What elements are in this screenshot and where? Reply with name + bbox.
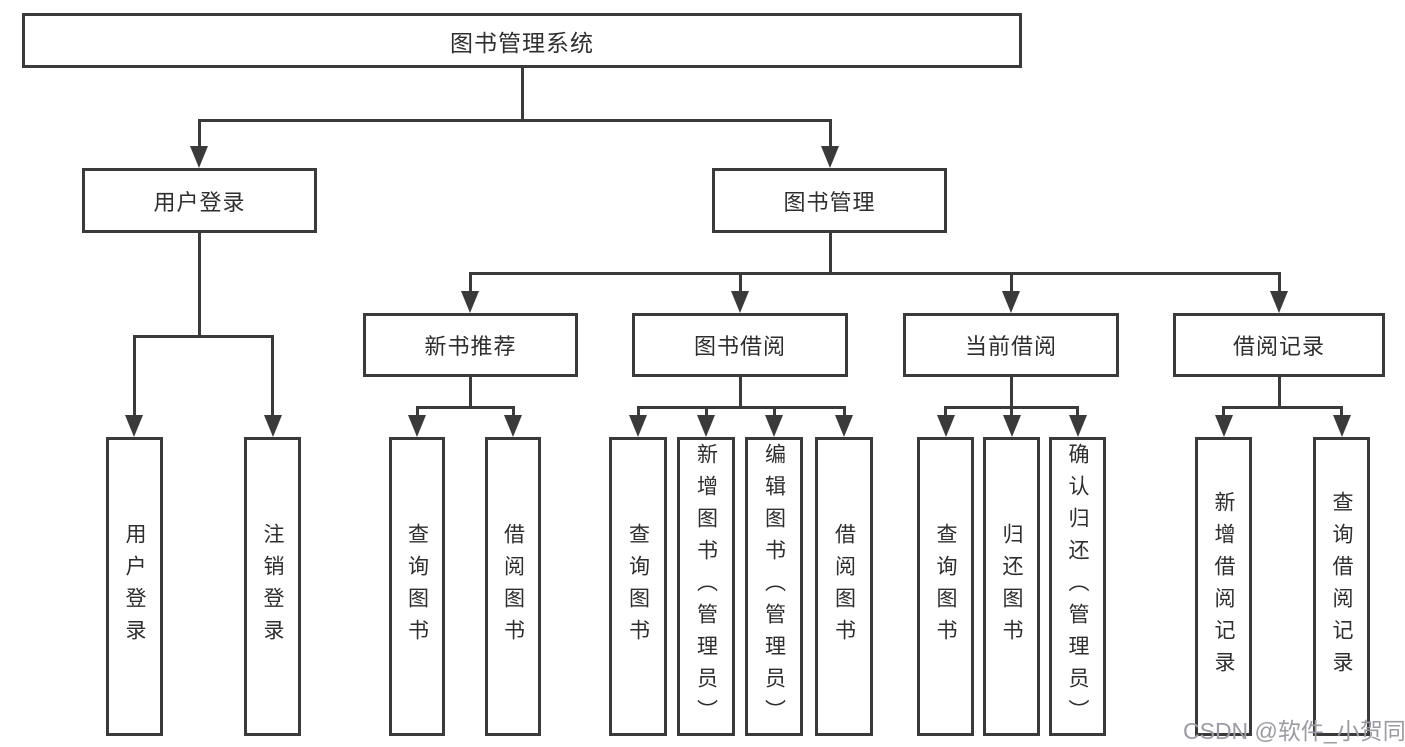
arrow-down-icon (408, 415, 426, 437)
arrow-down-icon (1214, 415, 1233, 437)
connector-line (842, 407, 846, 417)
connector-line (828, 233, 832, 275)
connector-line (944, 407, 947, 417)
connector-line (1009, 273, 1013, 293)
node-borrow-records-label: 借阅记录 (1232, 334, 1325, 359)
leaf-br-query-record-label: 查询借阅记录 (1330, 490, 1353, 683)
arrow-down-icon (765, 415, 783, 437)
connector-line (1222, 407, 1225, 417)
node-root-label: 图书管理系统 (450, 29, 594, 56)
arrow-down-icon (190, 146, 208, 168)
watermark: CSDN @软件_小贺同学 (1183, 718, 1405, 744)
connector-line (132, 334, 274, 338)
connector-line (271, 336, 274, 417)
leaf-nb-borrow-books: 借阅图书 (485, 437, 541, 736)
leaf-nb-borrow-books-label: 借阅图书 (501, 522, 525, 651)
leaf-br-add-record: 新增借阅记录 (1195, 437, 1252, 736)
leaf-cb-confirm-return-admin-label: 确认归还（管理员） (1066, 442, 1089, 731)
leaf-bb-borrow-books: 借阅图书 (815, 437, 873, 736)
connector-line (1277, 377, 1281, 408)
node-user-login-label: 用户登录 (153, 189, 246, 215)
leaf-bb-query-books-label: 查询图书 (626, 522, 650, 651)
arrow-down-icon (461, 291, 479, 313)
leaf-cb-return-books-label: 归还图书 (1000, 522, 1023, 651)
connector-line (1076, 407, 1079, 417)
node-borrow-records: 借阅记录 (1173, 313, 1385, 377)
leaf-user-login-label: 用户登录 (123, 522, 146, 651)
leaf-nb-query-books-label: 查询图书 (405, 522, 429, 651)
connector-line (828, 120, 832, 148)
connector-line (1222, 405, 1343, 409)
leaf-br-query-record: 查询借阅记录 (1313, 437, 1370, 736)
arrow-down-icon (835, 415, 853, 437)
node-book-management-label: 图书管理 (783, 189, 876, 215)
connector-line (415, 407, 419, 417)
arrow-down-icon (1002, 291, 1020, 313)
arrow-down-icon (731, 291, 749, 313)
leaf-nb-query-books: 查询图书 (389, 437, 445, 736)
connector-line (772, 407, 776, 417)
connector-line (636, 407, 640, 417)
node-current-borrowing: 当前借阅 (903, 313, 1119, 377)
node-root: 图书管理系统 (22, 13, 1022, 68)
arrow-down-icon (936, 415, 955, 437)
leaf-cb-return-books: 归还图书 (983, 437, 1040, 736)
connector-line (511, 407, 515, 417)
connector-line (1277, 273, 1281, 293)
arrow-down-icon (263, 415, 282, 437)
connector-line (1009, 377, 1013, 408)
connector-line (636, 405, 846, 409)
node-book-borrowing-label: 图书借阅 (693, 334, 786, 359)
arrow-down-icon (1270, 291, 1288, 313)
arrow-down-icon (821, 146, 839, 168)
connector-line (738, 377, 742, 408)
connector-line (1010, 407, 1013, 417)
arrow-down-icon (1068, 415, 1087, 437)
arrow-down-icon (504, 415, 522, 437)
connector-line (415, 405, 515, 409)
leaf-bb-query-books: 查询图书 (609, 437, 667, 736)
leaf-bb-borrow-books-label: 借阅图书 (832, 522, 856, 651)
arrow-down-icon (697, 415, 715, 437)
connector-line (704, 407, 708, 417)
node-new-book-recommend: 新书推荐 (363, 313, 578, 377)
node-book-management: 图书管理 (712, 168, 947, 233)
node-current-borrowing-label: 当前借阅 (964, 334, 1057, 359)
arrow-down-icon (1332, 415, 1351, 437)
leaf-bb-add-books-admin-label: 新增图书（管理员） (694, 442, 718, 731)
leaf-user-login: 用户登录 (106, 437, 163, 736)
connector-line (738, 273, 742, 293)
leaf-bb-edit-books-admin: 编辑图书（管理员） (745, 437, 803, 736)
leaf-cb-query-books-label: 查询图书 (934, 522, 957, 651)
leaf-logout-label: 注销登录 (261, 522, 284, 651)
connector-line (197, 120, 201, 148)
arrow-down-icon (629, 415, 647, 437)
connector-line (520, 68, 524, 122)
arrow-down-icon (125, 415, 143, 437)
connector-line (132, 336, 136, 417)
connector-line (468, 377, 472, 408)
connector-line (197, 118, 832, 122)
leaf-cb-query-books: 查询图书 (917, 437, 974, 736)
connector-line (1340, 407, 1343, 417)
arrow-down-icon (1002, 415, 1021, 437)
leaf-logout: 注销登录 (244, 437, 301, 736)
connector-line (468, 273, 472, 293)
node-user-login: 用户登录 (82, 168, 317, 233)
connector-line (197, 233, 201, 338)
connector-line (468, 271, 1281, 275)
leaf-bb-edit-books-admin-label: 编辑图书（管理员） (762, 442, 786, 731)
node-book-borrowing: 图书借阅 (632, 313, 848, 377)
leaf-cb-confirm-return-admin: 确认归还（管理员） (1049, 437, 1106, 736)
leaf-br-add-record-label: 新增借阅记录 (1212, 490, 1235, 683)
leaf-bb-add-books-admin: 新增图书（管理员） (677, 437, 735, 736)
node-new-book-recommend-label: 新书推荐 (424, 334, 517, 359)
